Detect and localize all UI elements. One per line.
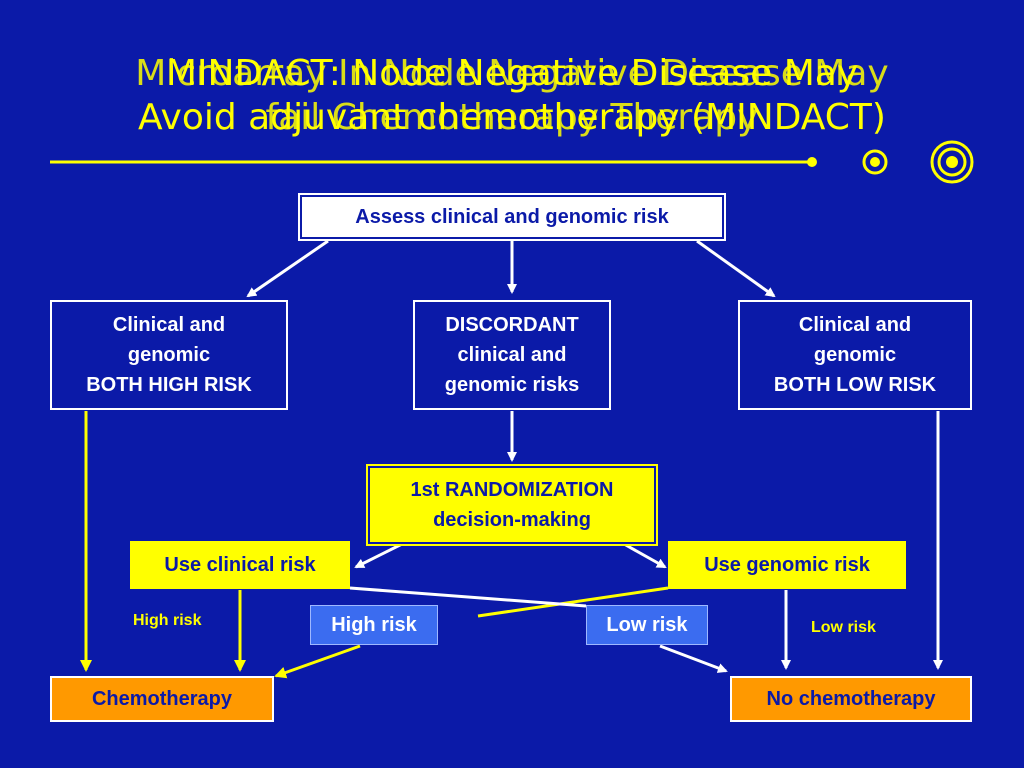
discordant-line-1: DISCORDANT: [445, 314, 579, 336]
both-low-line-3: BOTH LOW RISK: [773, 374, 937, 396]
randomization-line-1: 1st RANDOMIZATION: [410, 479, 614, 501]
both-low-risk-box: Clinical and genomic BOTH LOW RISK: [738, 300, 972, 410]
low-risk-badge: Low risk: [586, 605, 708, 645]
discordant-line-2: clinical and: [457, 344, 567, 366]
both-high-line-3: BOTH HIGH RISK: [86, 374, 252, 396]
slide-title: MINDACT: Node Negative Disease May Avoid…: [0, 52, 1024, 140]
arrow-randomization-to-clinical: [354, 542, 403, 569]
high-risk-badge: High risk: [310, 605, 438, 645]
title-overlay-line-2: fail Chemotherapy Therapy: [265, 97, 759, 138]
randomization-line-2: decision-making: [433, 509, 591, 531]
no-chemotherapy-text: No chemotherapy: [766, 688, 936, 710]
use-clinical-risk-text: Use clinical risk: [164, 554, 316, 576]
use-genomic-risk-box: Use genomic risk: [668, 541, 906, 589]
both-high-line-1: Clinical and: [112, 314, 226, 336]
title-divider: [50, 140, 974, 184]
divider-target-icon: [930, 140, 974, 184]
low-risk-badge-text: Low risk: [606, 614, 688, 636]
title-overlay-line-1: Microarray In Node Negative Disease May: [135, 53, 889, 94]
line-genomic-high-a: [477, 586, 669, 618]
line-clinical-low-a: [349, 586, 587, 608]
high-risk-label-left: High risk: [133, 612, 202, 629]
assess-risk-text: Assess clinical and genomic risk: [355, 206, 669, 228]
arrow-clinical-low-to-nochemo: [659, 644, 728, 673]
both-high-risk-box: Clinical and genomic BOTH HIGH RISK: [50, 300, 288, 410]
low-risk-label-right: Low risk: [811, 619, 876, 636]
divider-dot-icon: [807, 157, 817, 167]
chemotherapy-text: Chemotherapy: [91, 688, 233, 710]
title-line-2: Avoid adjuvant chemotherapy (MINDACT): [138, 97, 886, 138]
high-risk-badge-text: High risk: [331, 614, 417, 636]
discordant-risk-box: DISCORDANT clinical and genomic risks: [413, 300, 611, 410]
assess-risk-box: Assess clinical and genomic risk: [298, 193, 726, 241]
both-low-line-1: Clinical and: [798, 314, 912, 336]
arrow-randomization-to-genomic: [623, 542, 667, 569]
both-low-line-2: genomic: [813, 344, 897, 366]
chemotherapy-box: Chemotherapy: [50, 676, 274, 722]
use-clinical-risk-box: Use clinical risk: [130, 541, 350, 589]
use-genomic-risk-text: Use genomic risk: [704, 554, 870, 576]
discordant-line-3: genomic risks: [444, 374, 580, 396]
both-high-line-2: genomic: [127, 344, 211, 366]
title-line-1: MINDACT: Node Negative Disease May: [165, 53, 859, 94]
arrow-assess-to-high: [246, 239, 329, 298]
divider-ring-icon: [862, 149, 888, 175]
arrow-assess-to-low: [696, 239, 776, 298]
slide-title-overlay: Microarray In Node Negative Disease May …: [0, 52, 1024, 140]
arrow-genomic-high-to-chemo: [274, 644, 361, 679]
randomization-box: 1st RANDOMIZATION decision-making: [366, 464, 658, 546]
no-chemotherapy-box: No chemotherapy: [730, 676, 972, 722]
